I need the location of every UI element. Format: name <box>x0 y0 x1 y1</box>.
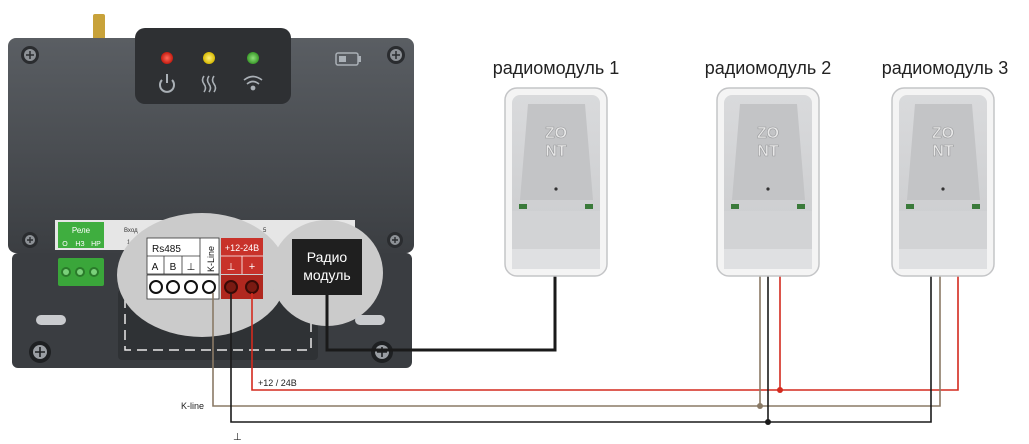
power-screw-terminals <box>224 280 259 294</box>
power-wire <box>251 270 959 391</box>
relay-title: Реле <box>72 226 91 235</box>
screw-bottom-right <box>371 341 393 363</box>
relay-terminal-o: О <box>62 241 68 248</box>
rs485-screw-terminals <box>149 280 216 294</box>
radio-module-1: радиомодуль 1 ZO NT <box>493 58 620 277</box>
power-label: +12-24В <box>225 243 259 253</box>
kline-wire <box>212 270 941 407</box>
indicator-panel <box>135 28 291 104</box>
led-green <box>247 52 259 64</box>
battery-icon <box>335 52 361 66</box>
led-red <box>161 52 173 64</box>
power-ground-symbol: ⊥ <box>227 262 236 273</box>
kline-vertical-label: K-Line <box>206 246 216 272</box>
kline-wire-label: K-line <box>181 401 204 411</box>
screw-bottom-left <box>29 341 51 363</box>
input-number: 1 <box>127 240 131 246</box>
zont-logo-line2: NT <box>757 143 779 160</box>
ground-wire <box>230 270 932 423</box>
module-label: радиомодуль 2 <box>705 58 832 78</box>
wifi-icon <box>243 75 263 91</box>
screw-mid-left <box>22 232 38 248</box>
radio-label-line1: Радио <box>307 249 348 265</box>
zont-logo-line2: NT <box>545 143 567 160</box>
radio-module-box <box>292 239 362 295</box>
module-label: радиомодуль 3 <box>882 58 1009 78</box>
zont-logo-line1: ZO <box>757 125 779 142</box>
cut-label: 5 <box>263 228 267 234</box>
radio-module-2: радиомодуль 2 ZO NT <box>705 58 832 277</box>
input-label: Вход <box>124 228 138 234</box>
screw-mid-right <box>387 232 403 248</box>
power-wire-label: +12 / 24В <box>258 378 297 388</box>
controller-top-cover <box>8 38 414 253</box>
module-label: радиомодуль 1 <box>493 58 620 78</box>
ground-wire-label: ⊥ <box>233 432 242 443</box>
led-yellow <box>203 52 215 64</box>
zont-logo-line1: ZO <box>545 125 567 142</box>
relay-terminal-nr: НР <box>91 241 101 248</box>
power-plus-symbol: + <box>249 261 255 273</box>
screw-top-left <box>21 46 39 64</box>
screw-top-right <box>387 46 405 64</box>
radio-module-3: радиомодуль 3 ZO NT <box>882 58 1009 277</box>
power-icon <box>159 74 175 93</box>
radio-label-line2: модуль <box>303 267 350 283</box>
radio-cable <box>325 270 557 352</box>
relay-block <box>58 222 104 248</box>
relay-connector <box>58 258 104 286</box>
radio-zoom-bubble: Радио модуль <box>271 220 383 326</box>
terminal-zoom-bubble: Rs485 A B ⊥ K-Line +12-24В ⊥ + <box>117 213 287 337</box>
rs485-label: Rs485 <box>152 244 181 255</box>
heating-icon <box>201 75 217 93</box>
zont-logo-line1: ZO <box>932 125 954 142</box>
zont-logo-line2: NT <box>932 143 954 160</box>
relay-terminal-nz: НЗ <box>75 241 84 248</box>
rs485-b-label: B <box>170 262 177 273</box>
rs485-a-label: A <box>152 262 159 273</box>
wiring <box>212 270 959 425</box>
rs485-ground-symbol: ⊥ <box>187 262 196 273</box>
